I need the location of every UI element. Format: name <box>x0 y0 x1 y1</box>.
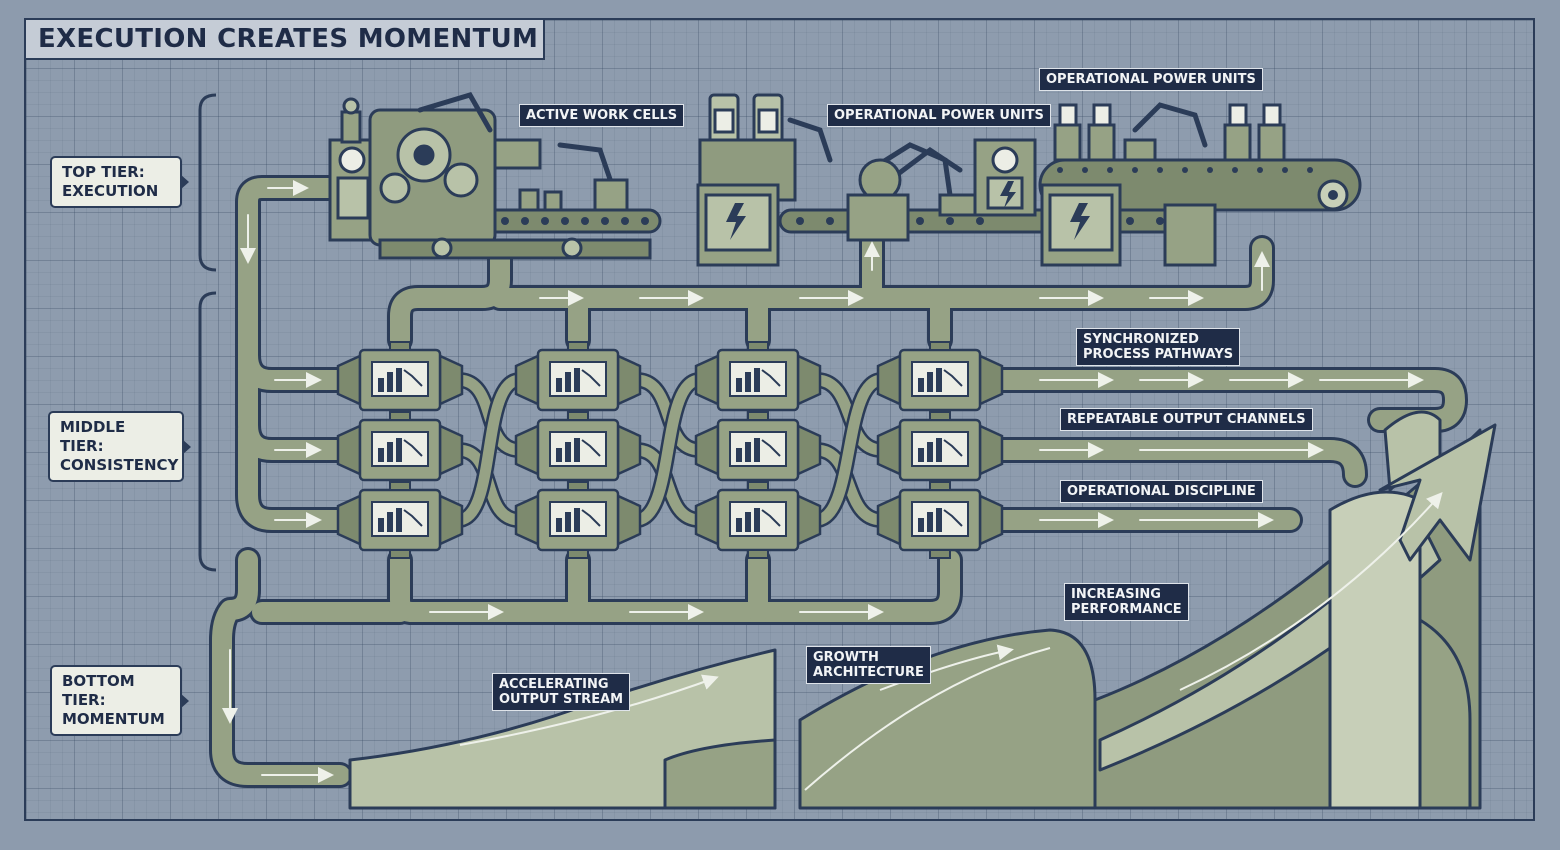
tier-top-line2: EXECUTION <box>62 182 159 200</box>
process-unit <box>336 341 464 419</box>
tier-bottom-line1: BOTTOM TIER: <box>62 672 135 709</box>
bar-chart-icon <box>556 368 601 392</box>
bar-chart-icon <box>736 368 781 392</box>
callout-accelerating-output: ACCELERATING OUTPUT STREAM <box>492 673 631 711</box>
bar-chart-icon <box>918 368 963 392</box>
callout-growth-architecture: GROWTH ARCHITECTURE <box>806 646 931 684</box>
process-unit <box>514 481 642 559</box>
callout-operational-discipline: OPERATIONAL DISCIPLINE <box>1060 480 1263 503</box>
bar-chart-icon <box>736 438 781 462</box>
growth-ribbons <box>348 410 1497 810</box>
gear-machine <box>328 97 652 260</box>
process-unit <box>514 341 642 419</box>
callout-active-work-cells: ACTIVE WORK CELLS <box>519 104 685 127</box>
callout-growth-line2: ARCHITECTURE <box>813 665 924 680</box>
tier-middle-line1: MIDDLE TIER: <box>60 418 126 455</box>
bar-chart-icon <box>378 508 423 532</box>
callout-growth-line1: GROWTH <box>813 650 879 665</box>
process-unit <box>514 411 642 489</box>
process-unit <box>876 411 1004 489</box>
process-unit <box>336 411 464 489</box>
callout-accelerating-line1: ACCELERATING <box>499 677 609 692</box>
bar-chart-icon <box>378 368 423 392</box>
process-unit <box>876 341 1004 419</box>
bar-chart-icon <box>736 508 781 532</box>
tier-middle-line2: CONSISTENCY <box>60 456 179 474</box>
robot-bases <box>518 138 1157 242</box>
process-unit <box>336 481 464 559</box>
bar-chart-icon <box>918 508 963 532</box>
bar-chart-icon <box>378 438 423 462</box>
tier-label-top: TOP TIER: EXECUTION <box>50 156 189 208</box>
callout-accelerating-line2: OUTPUT STREAM <box>499 692 624 707</box>
tier-label-bottom: BOTTOM TIER: MOMENTUM <box>50 665 189 736</box>
process-unit <box>876 481 1004 559</box>
tier-top-line1: TOP TIER: <box>62 163 145 181</box>
tier-bottom-line2: MOMENTUM <box>62 710 165 728</box>
tier-brackets <box>198 93 217 572</box>
process-unit <box>694 481 822 559</box>
pipe-network <box>209 175 1468 788</box>
bar-chart-icon <box>556 508 601 532</box>
callout-performance-line2: PERFORMANCE <box>1071 602 1182 617</box>
process-unit <box>694 411 822 489</box>
robot-arms <box>417 92 1208 198</box>
bar-chart-icon <box>918 438 963 462</box>
callout-repeatable-output: REPEATABLE OUTPUT CHANNELS <box>1060 408 1313 431</box>
callout-sync-pathways: SYNCHRONIZED PROCESS PATHWAYS <box>1076 328 1241 366</box>
bar-chart-icon <box>556 438 601 462</box>
tier-label-middle: MIDDLE TIER: CONSISTENCY <box>48 411 191 482</box>
process-unit-grid <box>336 341 1004 559</box>
callout-power-units-1: OPERATIONAL POWER UNITS <box>827 104 1051 127</box>
callout-sync-line2: PROCESS PATHWAYS <box>1083 347 1234 362</box>
process-unit <box>694 341 822 419</box>
diagram-title-box: EXECUTION CREATES MOMENTUM <box>24 18 545 60</box>
lightning-icon <box>726 181 1090 240</box>
callout-performance-line1: INCREASING <box>1071 587 1161 602</box>
callout-power-units-2: OPERATIONAL POWER UNITS <box>1039 68 1263 91</box>
callout-sync-line1: SYNCHRONIZED <box>1083 332 1199 347</box>
callout-increasing-performance: INCREASING PERFORMANCE <box>1064 583 1189 621</box>
diagram-title: EXECUTION CREATES MOMENTUM <box>38 24 539 54</box>
